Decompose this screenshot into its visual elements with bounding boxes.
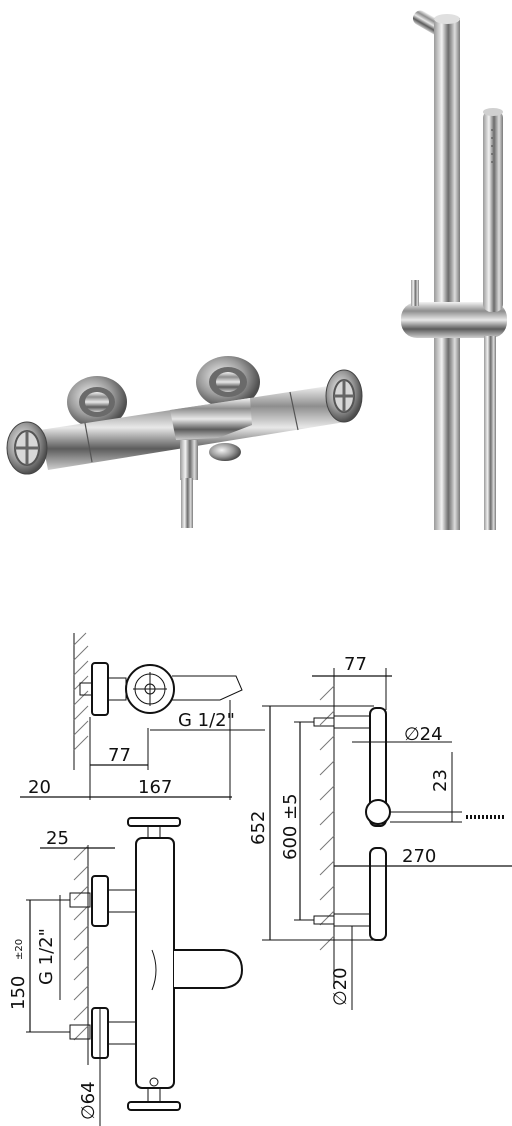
flange-left (67, 376, 127, 428)
rail-dim-652: 652 (248, 811, 269, 845)
rail-dim-23: 23 (430, 769, 451, 792)
rail-dim-d20: ∅20 (330, 967, 351, 1006)
side-thread-label: G 1/2" (178, 710, 235, 731)
front-dim-150-tol: ±20 (14, 939, 25, 960)
rail-dim-d24: ∅24 (404, 724, 443, 745)
front-dim-d64: ∅64 (78, 1081, 99, 1120)
side-dim-167: 167 (138, 777, 172, 798)
drawing-side-view: G 1/2" 77 20 167 (20, 632, 265, 800)
front-dim-25: 25 (46, 828, 69, 849)
hand-shower-nozzles (491, 129, 493, 163)
drawing-shower-rail: 77 ∅24 652 600 ±5 23 270 (248, 654, 512, 1010)
rail-dim-600: 600 ±5 (280, 793, 301, 860)
front-thread-label: G 1/2" (36, 928, 57, 985)
shower-rail-photo (401, 10, 507, 530)
mixer-photo (6, 356, 363, 528)
spout (170, 398, 252, 528)
flange-right (196, 356, 260, 408)
handwheel-left (6, 421, 48, 475)
handwheel-right (325, 369, 363, 423)
side-dim-20: 20 (28, 777, 51, 798)
front-dim-150: 150 (8, 976, 29, 1010)
side-dim-77: 77 (108, 745, 131, 766)
drawing-front-view: 25 150 ±20 G 1/2" ∅64 (8, 817, 244, 1126)
rail-dim-77: 77 (344, 654, 367, 675)
rail-dim-270: 270 (402, 846, 436, 867)
